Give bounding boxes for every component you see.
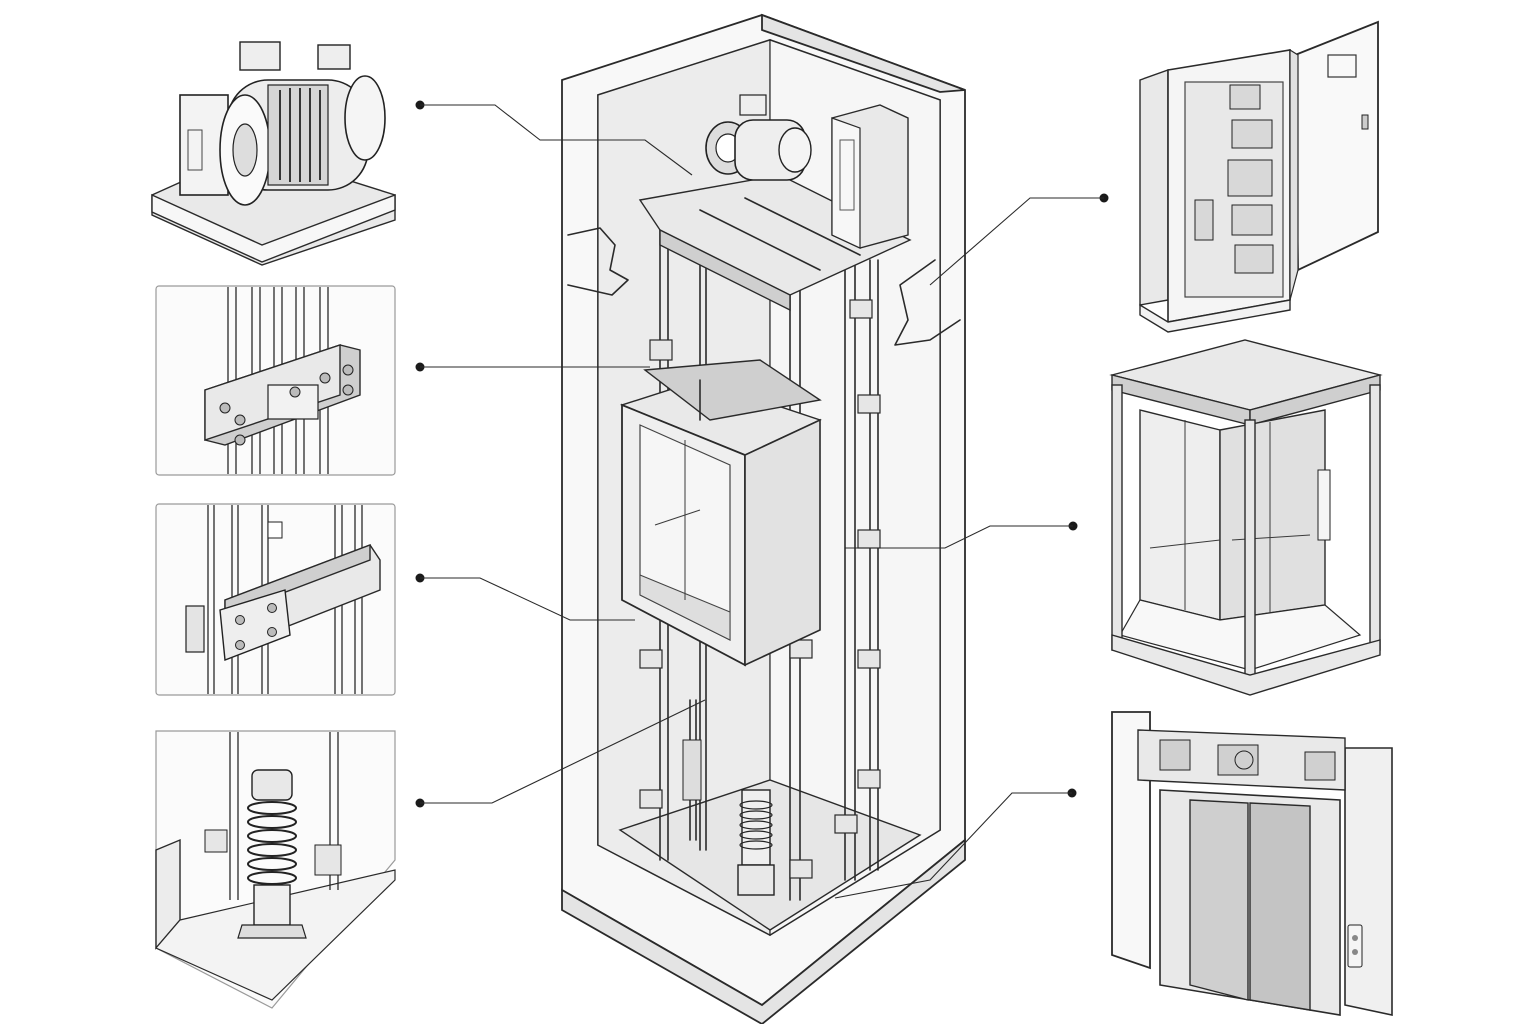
landing-door-detail — [1111, 711, 1393, 1016]
guide-rail-bracket-detail — [155, 503, 396, 696]
shaft-elevator-car — [619, 359, 822, 667]
leader-lines — [415, 100, 1109, 899]
shaft-traction-machine — [705, 94, 812, 181]
control-cabinet-detail — [1139, 20, 1379, 333]
shaft-control-cabinet — [831, 104, 909, 249]
rope-hitch-detail — [155, 285, 396, 476]
pit-buffer-detail — [155, 730, 396, 1009]
traction-machine-detail — [151, 41, 396, 266]
elevator-car-detail — [1109, 339, 1383, 696]
shaft-pit-buffer — [682, 699, 775, 896]
